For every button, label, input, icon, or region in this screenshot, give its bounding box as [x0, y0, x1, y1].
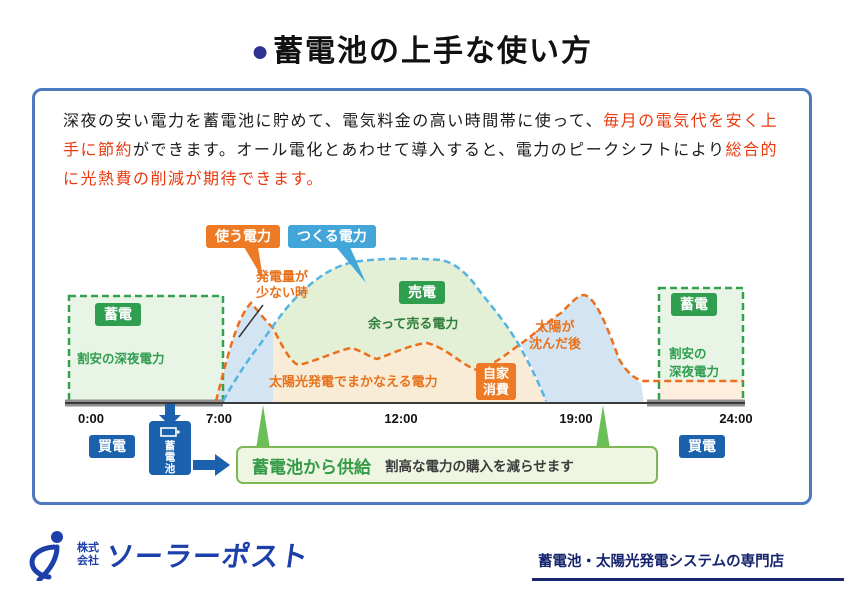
evening-battery-area — [521, 295, 644, 403]
surplus-label: 余って売る電力 — [368, 316, 459, 331]
callout-arrow-head — [215, 454, 230, 476]
diagram-panel: 深夜の安い電力を蓄電池に貯めて、電気料金の高い時間帯に使って、毎月の電気代を安く… — [32, 88, 812, 505]
charge-right-badge: 蓄電 — [671, 293, 717, 316]
tick-2400: 24:00 — [719, 411, 753, 426]
tick-1200: 12:00 — [384, 411, 418, 426]
company-prefix-line1: 株式 — [77, 542, 99, 555]
callout-spike-left — [256, 405, 270, 449]
battery-arrow-head — [159, 415, 181, 426]
self-consumption-line2: 消費 — [483, 381, 510, 397]
solar-covered-label: 太陽光発電でまかなえる電力 — [269, 374, 438, 389]
company-prefix: 株式 会社 — [77, 542, 99, 567]
intro-seg-1: 深夜の安い電力を蓄電池に貯めて、電気料金の高い時間帯に使って、 — [63, 113, 604, 130]
low-generation-line1: 発電量が — [256, 269, 309, 284]
intro-seg-4: 総合的に光熱費の削減が期待できます。 — [63, 142, 778, 189]
after-sunset-line1: 太陽が — [535, 319, 575, 334]
daily-power-chart: 使う電力 つくる電力 発電量が 少ない時 蓄電 割安の深夜電力 売電 余って売る… — [51, 223, 801, 491]
callout-arrow-shaft — [193, 460, 215, 470]
cheap-night-right-line1: 割安の — [669, 347, 707, 361]
generation-legend-badge: つくる電力 — [288, 225, 376, 248]
tick-0700: 7:00 — [205, 411, 233, 426]
night-zone-left-fill — [69, 296, 223, 403]
intro-seg-3: ができます。オール電化とあわせて導入すると、電力のピークシフトにより — [133, 142, 726, 160]
low-generation-line2: 少ない時 — [256, 285, 309, 301]
company-prefix-line2: 会社 — [77, 555, 99, 567]
self-consumption-line1: 自家 — [483, 366, 510, 381]
battery-supply-callout: 蓄電池から供給 割高な電力の購入を減らせます — [236, 446, 658, 484]
page-title: ●蓄電池の上手な使い方 — [0, 26, 844, 70]
cheap-night-right-label: 割安の 深夜電力 — [669, 345, 719, 381]
night-zone-right-usage-strip — [659, 381, 743, 403]
battery-unit: 蓄電池 — [149, 421, 191, 475]
callout-title: 蓄電池から供給 — [252, 457, 371, 477]
night-zone-left-border — [67, 294, 225, 405]
usage-badge-tail — [244, 247, 263, 279]
sell-badge: 売電 — [399, 281, 445, 304]
buy-left-badge: 買電 — [89, 435, 135, 458]
battery-arrow-shaft — [165, 404, 175, 415]
generation-badge-tail — [336, 247, 366, 283]
usage-curve — [214, 293, 743, 402]
chart-canvas — [65, 247, 745, 476]
battery-label: 蓄電池 — [163, 440, 176, 475]
title-bullet-icon: ● — [250, 35, 272, 68]
low-generation-pointer — [238, 304, 264, 338]
callout-spike-right — [596, 405, 610, 449]
solar-post-logo-icon — [29, 531, 63, 581]
battery-icon — [160, 427, 180, 437]
after-sunset-label: 太陽が 沈んだ後 — [529, 319, 581, 353]
usage-legend-badge: 使う電力 — [206, 225, 280, 248]
intro-seg-2: 毎月の電気代を安く上手に節約 — [63, 113, 779, 160]
intro-paragraph: 深夜の安い電力を蓄電池に貯めて、電気料金の高い時間帯に使って、毎月の電気代を安く… — [63, 107, 787, 194]
company-name: ソーラーポスト — [103, 541, 311, 572]
self-consumption-badge: 自家 消費 — [476, 363, 517, 401]
cheap-night-left-label: 割安の深夜電力 — [77, 352, 165, 366]
tick-0000: 0:00 — [77, 411, 105, 426]
generation-curve — [221, 257, 548, 402]
title-text: 蓄電池の上手な使い方 — [273, 35, 594, 68]
surplus-sell-area — [273, 258, 519, 370]
callout-desc: 割高な電力の購入を減らせます — [385, 459, 574, 474]
company-logo: 株式 会社 ソーラーポスト — [26, 529, 311, 581]
buy-right-badge: 買電 — [679, 435, 725, 458]
morning-battery-area — [216, 303, 273, 403]
after-sunset-line2: 沈んだ後 — [529, 335, 582, 351]
cheap-night-right-line2: 深夜電力 — [669, 365, 720, 380]
charge-left-badge: 蓄電 — [95, 303, 141, 326]
tick-1900: 19:00 — [559, 411, 593, 426]
store-tagline: 蓄電池・太陽光発電システムの専門店 — [532, 550, 844, 581]
low-generation-label: 発電量が 少ない時 — [256, 269, 308, 302]
